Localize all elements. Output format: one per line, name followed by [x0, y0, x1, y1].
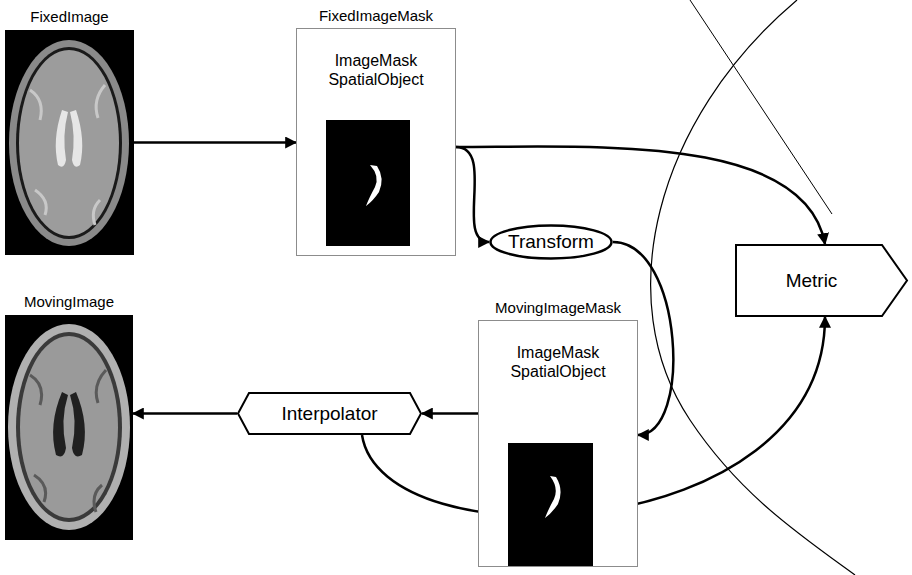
guide-line — [690, 0, 832, 214]
node-shape — [238, 393, 421, 434]
text-holder: Metric — [735, 244, 888, 317]
node-label: Transform — [508, 231, 594, 253]
node-shape — [491, 226, 612, 259]
node-shape — [736, 245, 907, 316]
text-holder: Interpolator — [237, 392, 422, 435]
transform-ellipse: Transform — [489, 224, 613, 260]
node-heading: MovingImage — [0, 293, 173, 310]
mask-box: FixedImageMaskImageMask SpatialObject — [296, 28, 456, 256]
node-body-text: ImageMask SpatialObject — [316, 51, 436, 89]
node-body-text: ImageMask SpatialObject — [498, 343, 618, 381]
node-heading: FixedImage — [0, 8, 174, 25]
interpolator-hexagon: Interpolator — [237, 392, 422, 435]
node-label: Metric — [786, 270, 838, 292]
node-heading: MovingImageMask — [439, 299, 677, 316]
metric-pentagon: Metric — [735, 244, 908, 317]
connector-arrow — [456, 147, 489, 242]
connector-arrow — [134, 141, 296, 144]
connector-arrow — [422, 412, 478, 415]
node-heading: FixedImageMask — [257, 7, 495, 24]
text-holder: Transform — [489, 224, 613, 260]
image-panel: FixedImage — [5, 30, 134, 255]
moving-brain-image — [5, 315, 133, 540]
image-panel: MovingImage — [5, 315, 133, 540]
fixed-brain-image — [5, 30, 134, 255]
mask-box: MovingImageMaskImageMask SpatialObject — [478, 320, 638, 567]
node-label: Interpolator — [281, 403, 377, 425]
connector-arrow — [133, 412, 237, 415]
